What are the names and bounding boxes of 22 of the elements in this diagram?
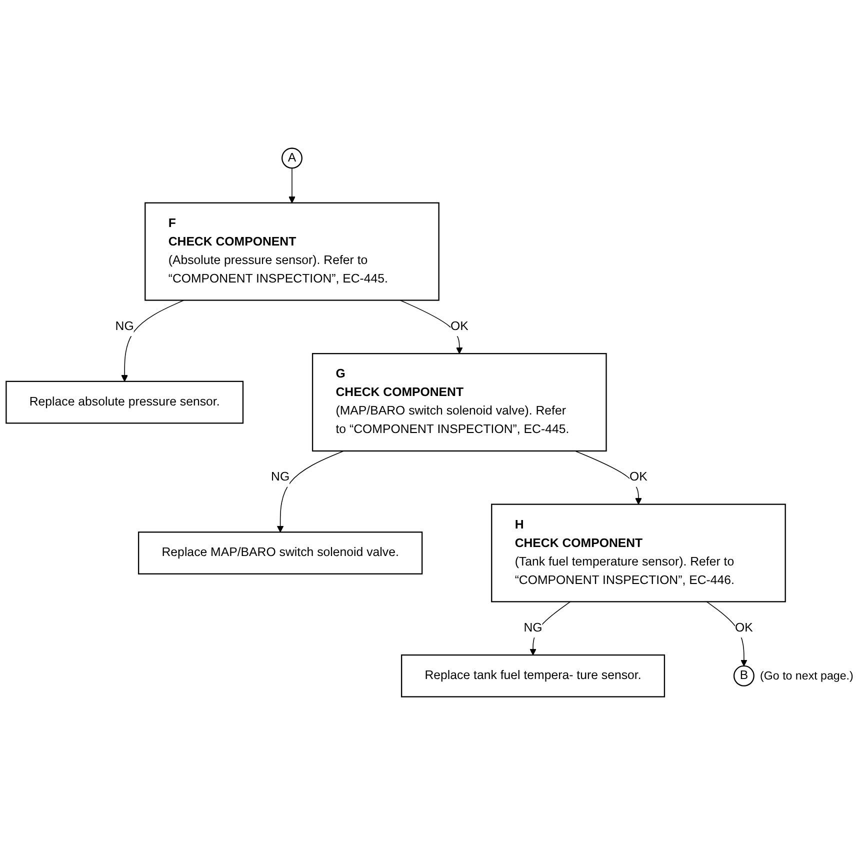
arrow bbox=[706, 601, 748, 666]
arrow bbox=[276, 450, 344, 532]
arrow bbox=[574, 450, 642, 505]
node-box: Replace MAP/BARO switch solenoid valve. bbox=[138, 532, 423, 574]
node-box: H CHECK COMPONENT (Tank fuel temperature sensor). Refer to “COMPONENT INSPECTION”, EC-446. bbox=[491, 504, 786, 602]
arrow bbox=[121, 300, 184, 382]
edge-label: NG bbox=[115, 320, 134, 334]
arrow bbox=[400, 300, 463, 354]
arrow bbox=[530, 601, 571, 656]
arrow bbox=[288, 168, 296, 204]
edge-label: OK bbox=[450, 320, 468, 334]
node-box: F CHECK COMPONENT (Absolute pressure sensor). Refer to “COMPONENT INSPECTION”, EC-445. bbox=[144, 202, 440, 301]
node-box: G CHECK COMPONENT (MAP/BARO switch solenoid valve). Refer to “COMPONENT INSPECTION”, EC-445. bbox=[312, 353, 607, 452]
edge-label: NG bbox=[271, 470, 290, 484]
edge-label: OK bbox=[735, 621, 753, 635]
node-box: Replace tank fuel tempera- ture sensor. bbox=[400, 654, 666, 698]
node-circle: A bbox=[282, 148, 302, 169]
edge-label: NG bbox=[524, 621, 542, 635]
node-caption: (Go to next page.) bbox=[760, 670, 854, 683]
node-circle: B bbox=[733, 665, 754, 686]
edge-label: OK bbox=[630, 470, 648, 484]
node-box: Replace absolute pressure sensor. bbox=[6, 380, 244, 424]
